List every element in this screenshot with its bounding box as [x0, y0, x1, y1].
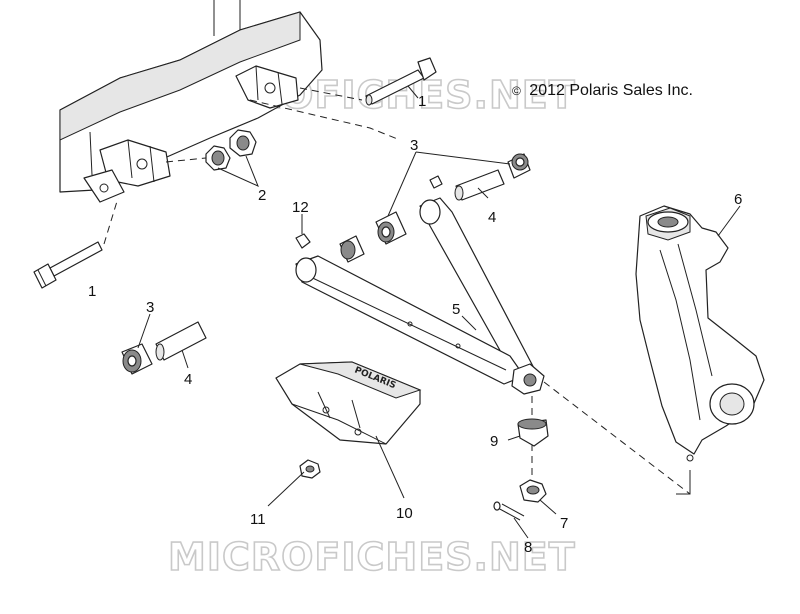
nut-2-axis: [165, 157, 207, 163]
leader-6: [717, 205, 741, 237]
callout-2: 2: [258, 187, 266, 204]
dust-boot-9: [517, 418, 549, 447]
copyright-symbol: ©: [512, 84, 521, 98]
nut-2-pair: [205, 129, 257, 171]
bolt-1-lower-axis: [103, 197, 119, 245]
nut-11: [299, 459, 321, 479]
callout-8: 8: [524, 539, 532, 556]
bushing-3-mid: [375, 211, 407, 245]
leader-4-upper: [477, 187, 489, 199]
a-arm-5: [295, 197, 545, 395]
skid-guard-10: POLARIS: [275, 361, 422, 445]
arm-axis-line: [249, 99, 401, 141]
callout-1-upper: 1: [418, 93, 426, 110]
leader-3-left: [137, 313, 151, 349]
grease-fitting-12: [295, 233, 311, 249]
grease-fitting-upper: [429, 175, 443, 189]
cotter-pin-8: [493, 501, 525, 521]
copyright-notice: © 2012 Polaris Sales Inc.: [512, 82, 693, 99]
knuckle-axis-end: [676, 470, 691, 495]
leader-3-upper-b: [387, 151, 417, 217]
callout-9: 9: [490, 433, 498, 450]
frame-section: [59, 0, 323, 203]
callout-6: 6: [734, 191, 742, 208]
callout-3-left: 3: [146, 299, 154, 316]
bolt-1-lower: [33, 241, 103, 289]
callout-12: 12: [292, 199, 309, 216]
castle-nut-7: [519, 479, 547, 503]
leader-7: [539, 499, 557, 515]
steering-knuckle-6: [635, 205, 765, 462]
sleeve-4-left: [155, 321, 207, 361]
leader-5: [461, 315, 477, 331]
callout-11: 11: [250, 511, 266, 528]
leader-2: [217, 155, 259, 187]
callout-4-left: 4: [184, 371, 192, 388]
leader-1a: [407, 85, 419, 99]
copyright-text: 2012 Polaris Sales Inc.: [529, 82, 693, 99]
callout-3-upper: 3: [410, 137, 418, 154]
knuckle-axis: [543, 381, 691, 495]
callout-10: 10: [396, 505, 413, 522]
callout-5: 5: [452, 301, 460, 318]
leader-9: [507, 435, 521, 441]
callout-4-upper: 4: [488, 209, 496, 226]
leader-4-left: [181, 349, 189, 369]
leader-11: [267, 471, 305, 507]
watermark-bottom: MICROFICHES.NET: [168, 535, 576, 579]
leader-8: [513, 517, 529, 539]
leader-3-upper: [415, 151, 511, 165]
callout-1-lower: 1: [88, 283, 96, 300]
bushing-3-left: [121, 343, 153, 375]
bolt-1-upper: [365, 57, 437, 106]
bolt-1-upper-axis: [299, 87, 363, 101]
bushing-3-lower-arm: [339, 235, 365, 263]
leader-10: [375, 435, 405, 499]
sleeve-4-upper: [454, 169, 505, 201]
bushing-3-upper: [507, 153, 531, 179]
callout-7: 7: [560, 515, 568, 532]
